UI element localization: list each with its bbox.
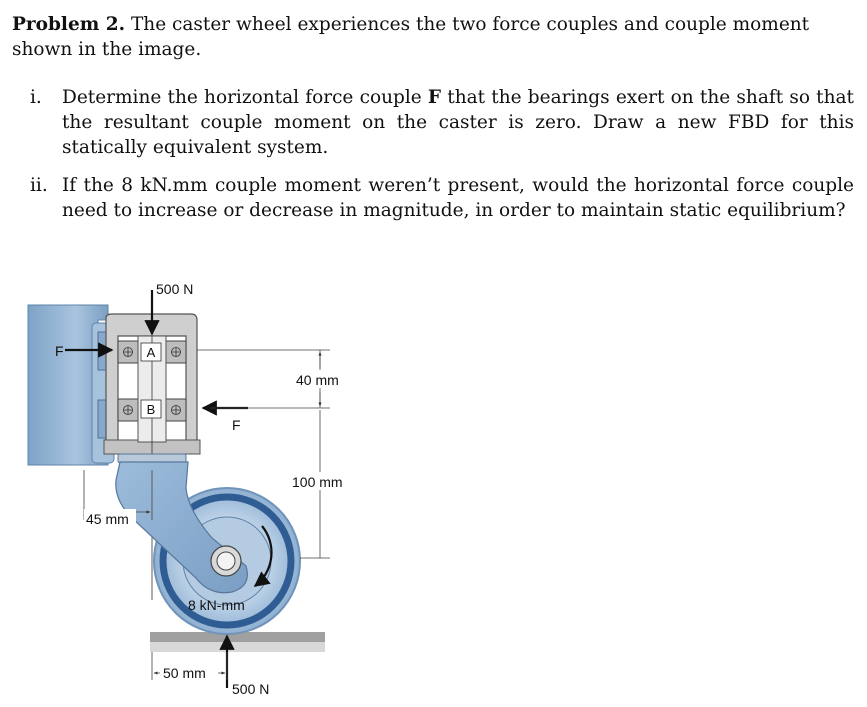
force-symbol: F [427,87,442,108]
wheel-tread [159,493,295,629]
question-text-part: that the bearings exert on the shaft so … [62,87,854,158]
question-number: ii. [30,175,48,196]
problem-statement: Problem 2. The caster wheel experiences … [12,12,854,62]
dim-100-label: 100 mm [292,474,343,490]
question-text-part: Determine the horizontal force couple [62,87,428,108]
ground [150,632,325,642]
problem-label: Problem 2. [12,14,126,35]
moment-label: 8 kN-mm [188,597,245,613]
moment-arrow [253,525,273,587]
dim-45-label: 45 mm [86,511,129,527]
dim-40-label: 40 mm [296,372,339,388]
question-text: If the 8 kN.mm couple moment weren’t pre… [62,175,854,221]
axle-inner [216,551,236,571]
dim-50-label: 50 mm [163,665,206,681]
bolt-icons [123,347,181,415]
top-force-label: 500 N [156,281,193,297]
question-number: i. [30,87,42,108]
dim-40-bg [290,370,352,388]
dim-45-bg [84,509,136,527]
dim-50-bg [160,664,218,682]
bearing-a-label: A [147,345,156,360]
bearing-a-box [140,342,162,362]
question-text: Determine the horizontal force couple F … [62,85,854,160]
bearing-b-box [140,399,162,419]
problem-text: The caster wheel experiences the two for… [12,14,810,60]
right-force-label: F [232,417,241,433]
bottom-force-label: 500 N [232,681,269,697]
bearing-b-label: B [147,402,156,417]
dim-100-bg [290,472,356,490]
left-force-label: F [55,343,64,359]
ground-shadow [150,642,325,652]
